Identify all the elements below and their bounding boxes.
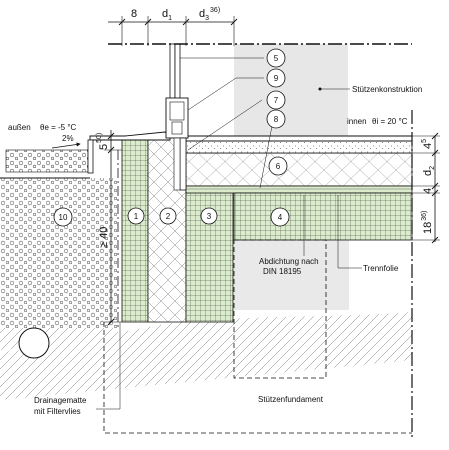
drainage-pipe — [18, 327, 50, 359]
dim-left-a: 550) — [96, 133, 110, 150]
label-outside: außen — [8, 123, 31, 132]
label-slope: 2% — [62, 134, 74, 143]
label-inside: innen — [347, 117, 367, 126]
column-foundation-outline — [233, 239, 327, 379]
label-separating-foil: Trennfolie — [363, 264, 399, 273]
dim-right-c: 4 — [422, 188, 434, 194]
svg-text:7: 7 — [274, 96, 279, 105]
marker-8: 8 — [259, 109, 286, 189]
marker-1: 1 — [127, 207, 145, 225]
label-column-foundation: Stützenfundament — [258, 395, 324, 404]
layer-8-separation-layer — [185, 185, 413, 194]
svg-text:8: 8 — [274, 115, 279, 124]
top-dimension-chain: 8 d1 d336) — [108, 7, 238, 46]
marker-6: 6 — [268, 156, 288, 176]
edge-profile — [87, 139, 94, 174]
svg-text:10: 10 — [59, 213, 68, 222]
dim-left-b: ≥ 40 — [98, 227, 110, 248]
svg-text:9: 9 — [274, 74, 279, 83]
dim-top-b: d1 — [162, 8, 172, 22]
layer-1-perimeter-insulation — [121, 135, 149, 323]
marker-3: 3 — [200, 207, 218, 225]
right-dimension-chain: 45 d2 4 1836) — [412, 132, 440, 244]
marker-5: 5 — [180, 48, 286, 68]
marker-4: 4 — [270, 207, 290, 227]
gravel-edge-strip — [5, 149, 89, 173]
svg-text:4: 4 — [278, 213, 283, 222]
svg-text:6: 6 — [276, 162, 281, 171]
label-outside-temp: θe = -5 °C — [40, 123, 77, 132]
label-inside-temp: θi = 20 °C — [372, 117, 408, 126]
svg-text:1: 1 — [134, 212, 139, 221]
dim-top-c: d336) — [199, 7, 220, 22]
dim-top-a: 8 — [131, 8, 137, 20]
slope-indicator: 2% — [51, 134, 81, 149]
dim-right-a: 45 — [421, 139, 434, 149]
label-sealing-2: DIN 18195 — [263, 267, 302, 276]
foundation-outline — [103, 322, 412, 434]
label-column-construction: Stützenkonstruktion — [352, 85, 422, 94]
marker-10: 10 — [53, 207, 73, 227]
gravel-fill — [0, 178, 118, 328]
label-sealing-1: Abdichtung nach — [259, 257, 319, 266]
label-drainage-1: Drainagematte — [34, 396, 87, 405]
dim-right-d: 1836) — [421, 211, 434, 234]
dim-right-b: d2 — [422, 166, 436, 176]
layer-6-floor-insulation — [185, 152, 413, 187]
svg-text:5: 5 — [274, 54, 279, 63]
marker-9: 9 — [187, 68, 286, 111]
svg-text:3: 3 — [207, 212, 212, 221]
marker-7: 7 — [187, 90, 286, 151]
layer-4-perimeter-slab-insulation — [233, 192, 413, 241]
label-drainage-2: mit Filtervlies — [34, 407, 81, 416]
marker-2: 2 — [159, 207, 177, 225]
svg-text:2: 2 — [166, 212, 171, 221]
left-dimension-chain: 550) ≥ 40 — [96, 130, 122, 326]
layer-7-screed — [185, 140, 413, 154]
